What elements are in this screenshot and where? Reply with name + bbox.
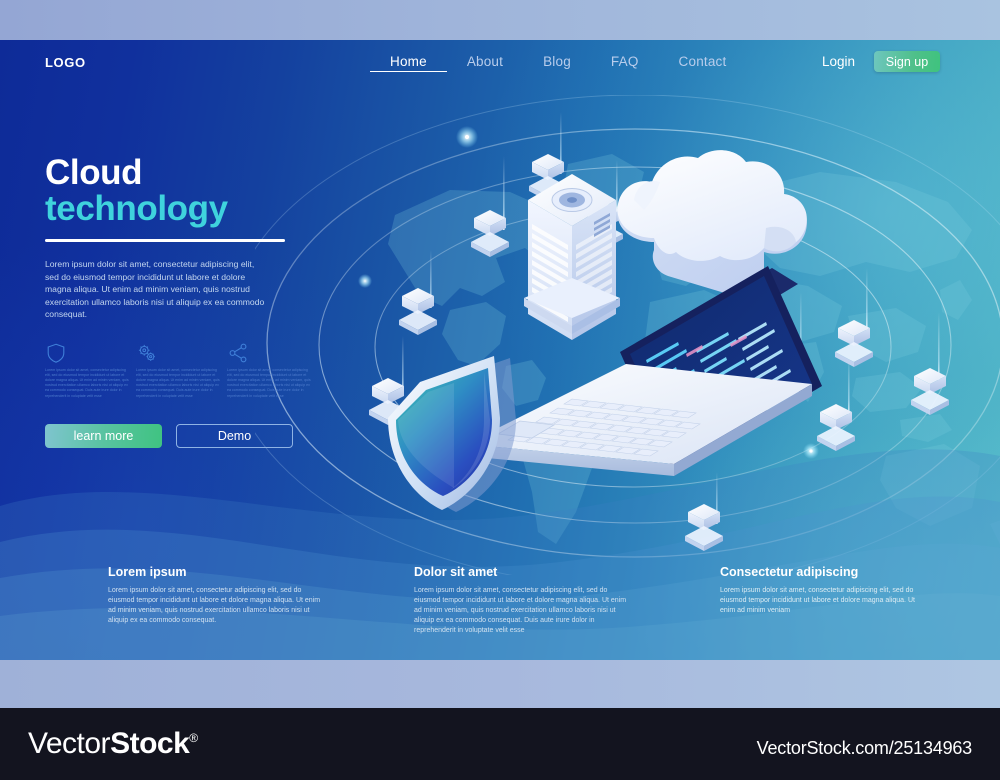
hero-actions: learn more Demo	[45, 423, 335, 448]
feature-item-security: Lorem ipsum dolor sit amet, consectetur …	[45, 342, 129, 399]
signup-button[interactable]: Sign up	[874, 51, 940, 72]
learn-more-button[interactable]: learn more	[45, 423, 162, 448]
server-rack-shape	[524, 174, 620, 340]
page-title: Cloud technology	[45, 155, 335, 227]
column-heading: Dolor sit amet	[414, 565, 498, 579]
hero-section: LOGO Home About Blog FAQ Contact Login S…	[0, 40, 1000, 660]
column-body: Lorem ipsum dolor sit amet, consectetur …	[720, 587, 915, 614]
brand-bold: Stock	[110, 727, 190, 760]
column-consectetur-adipiscing: Consectetur adipiscing Lorem ipsum dolor…	[720, 565, 920, 616]
feature-item-network: Lorem ipsum dolor sit amet, consectetur …	[227, 342, 311, 399]
feature-text: Lorem ipsum dolor sit amet, consectetur …	[45, 367, 129, 398]
gears-icon	[136, 342, 158, 364]
column-lorem-ipsum: Lorem ipsum Lorem ipsum dolor sit amet, …	[108, 565, 323, 626]
column-heading: Consectetur adipiscing	[720, 565, 859, 579]
nav-item-about[interactable]: About	[466, 54, 504, 69]
bottom-band	[0, 660, 1000, 708]
nav-item-faq[interactable]: FAQ	[610, 54, 639, 69]
nav-item-blog[interactable]: Blog	[543, 54, 571, 69]
shield-shape	[388, 356, 516, 512]
share-network-icon	[227, 342, 249, 364]
nav-item-home[interactable]: Home	[370, 54, 447, 72]
hero-copy: Cloud technology Lorem ipsum dolor sit a…	[45, 155, 335, 448]
title-underline	[45, 239, 285, 242]
vectorstock-logo: VectorStock®	[28, 727, 198, 761]
column-heading: Lorem ipsum	[108, 565, 187, 579]
brand-thin: Vector	[28, 727, 111, 760]
top-band	[0, 0, 1000, 40]
column-body: Lorem ipsum dolor sit amet, consectetur …	[414, 587, 627, 634]
cloud-shape	[617, 150, 807, 296]
column-body: Lorem ipsum dolor sit amet, consectetur …	[108, 587, 321, 624]
hero-lead-text: Lorem ipsum dolor sit amet, consectetur …	[45, 259, 265, 319]
column-dolor-sit-amet: Dolor sit amet Lorem ipsum dolor sit ame…	[414, 565, 629, 636]
title-line-2: technology	[45, 189, 228, 228]
wave-overlay	[0, 420, 1000, 660]
nav-links: Home About Blog FAQ Contact	[370, 54, 746, 72]
watermark-url: VectorStock.com/25134963	[756, 738, 973, 758]
login-button[interactable]: Login	[822, 54, 856, 69]
feature-text: Lorem ipsum dolor sit amet, consectetur …	[136, 367, 220, 398]
isometric-illustration	[330, 100, 1000, 580]
shield-icon	[45, 342, 67, 364]
feature-text: Lorem ipsum dolor sit amet, consectetur …	[227, 367, 311, 398]
title-line-1: Cloud	[45, 153, 143, 192]
laptop-shape	[466, 266, 822, 476]
feature-list: Lorem ipsum dolor sit amet, consectetur …	[45, 342, 313, 399]
logo[interactable]: LOGO	[45, 55, 86, 70]
registered-mark-icon: ®	[189, 731, 198, 745]
watermark-footer: VectorStock® VectorStock.com/25134963	[0, 708, 1000, 780]
feature-columns: Lorem ipsum Lorem ipsum dolor sit amet, …	[0, 565, 1000, 660]
nav-item-contact[interactable]: Contact	[678, 54, 727, 69]
navbar: LOGO Home About Blog FAQ Contact Login S…	[0, 40, 1000, 90]
feature-item-automation: Lorem ipsum dolor sit amet, consectetur …	[136, 342, 220, 399]
demo-button[interactable]: Demo	[176, 423, 293, 448]
